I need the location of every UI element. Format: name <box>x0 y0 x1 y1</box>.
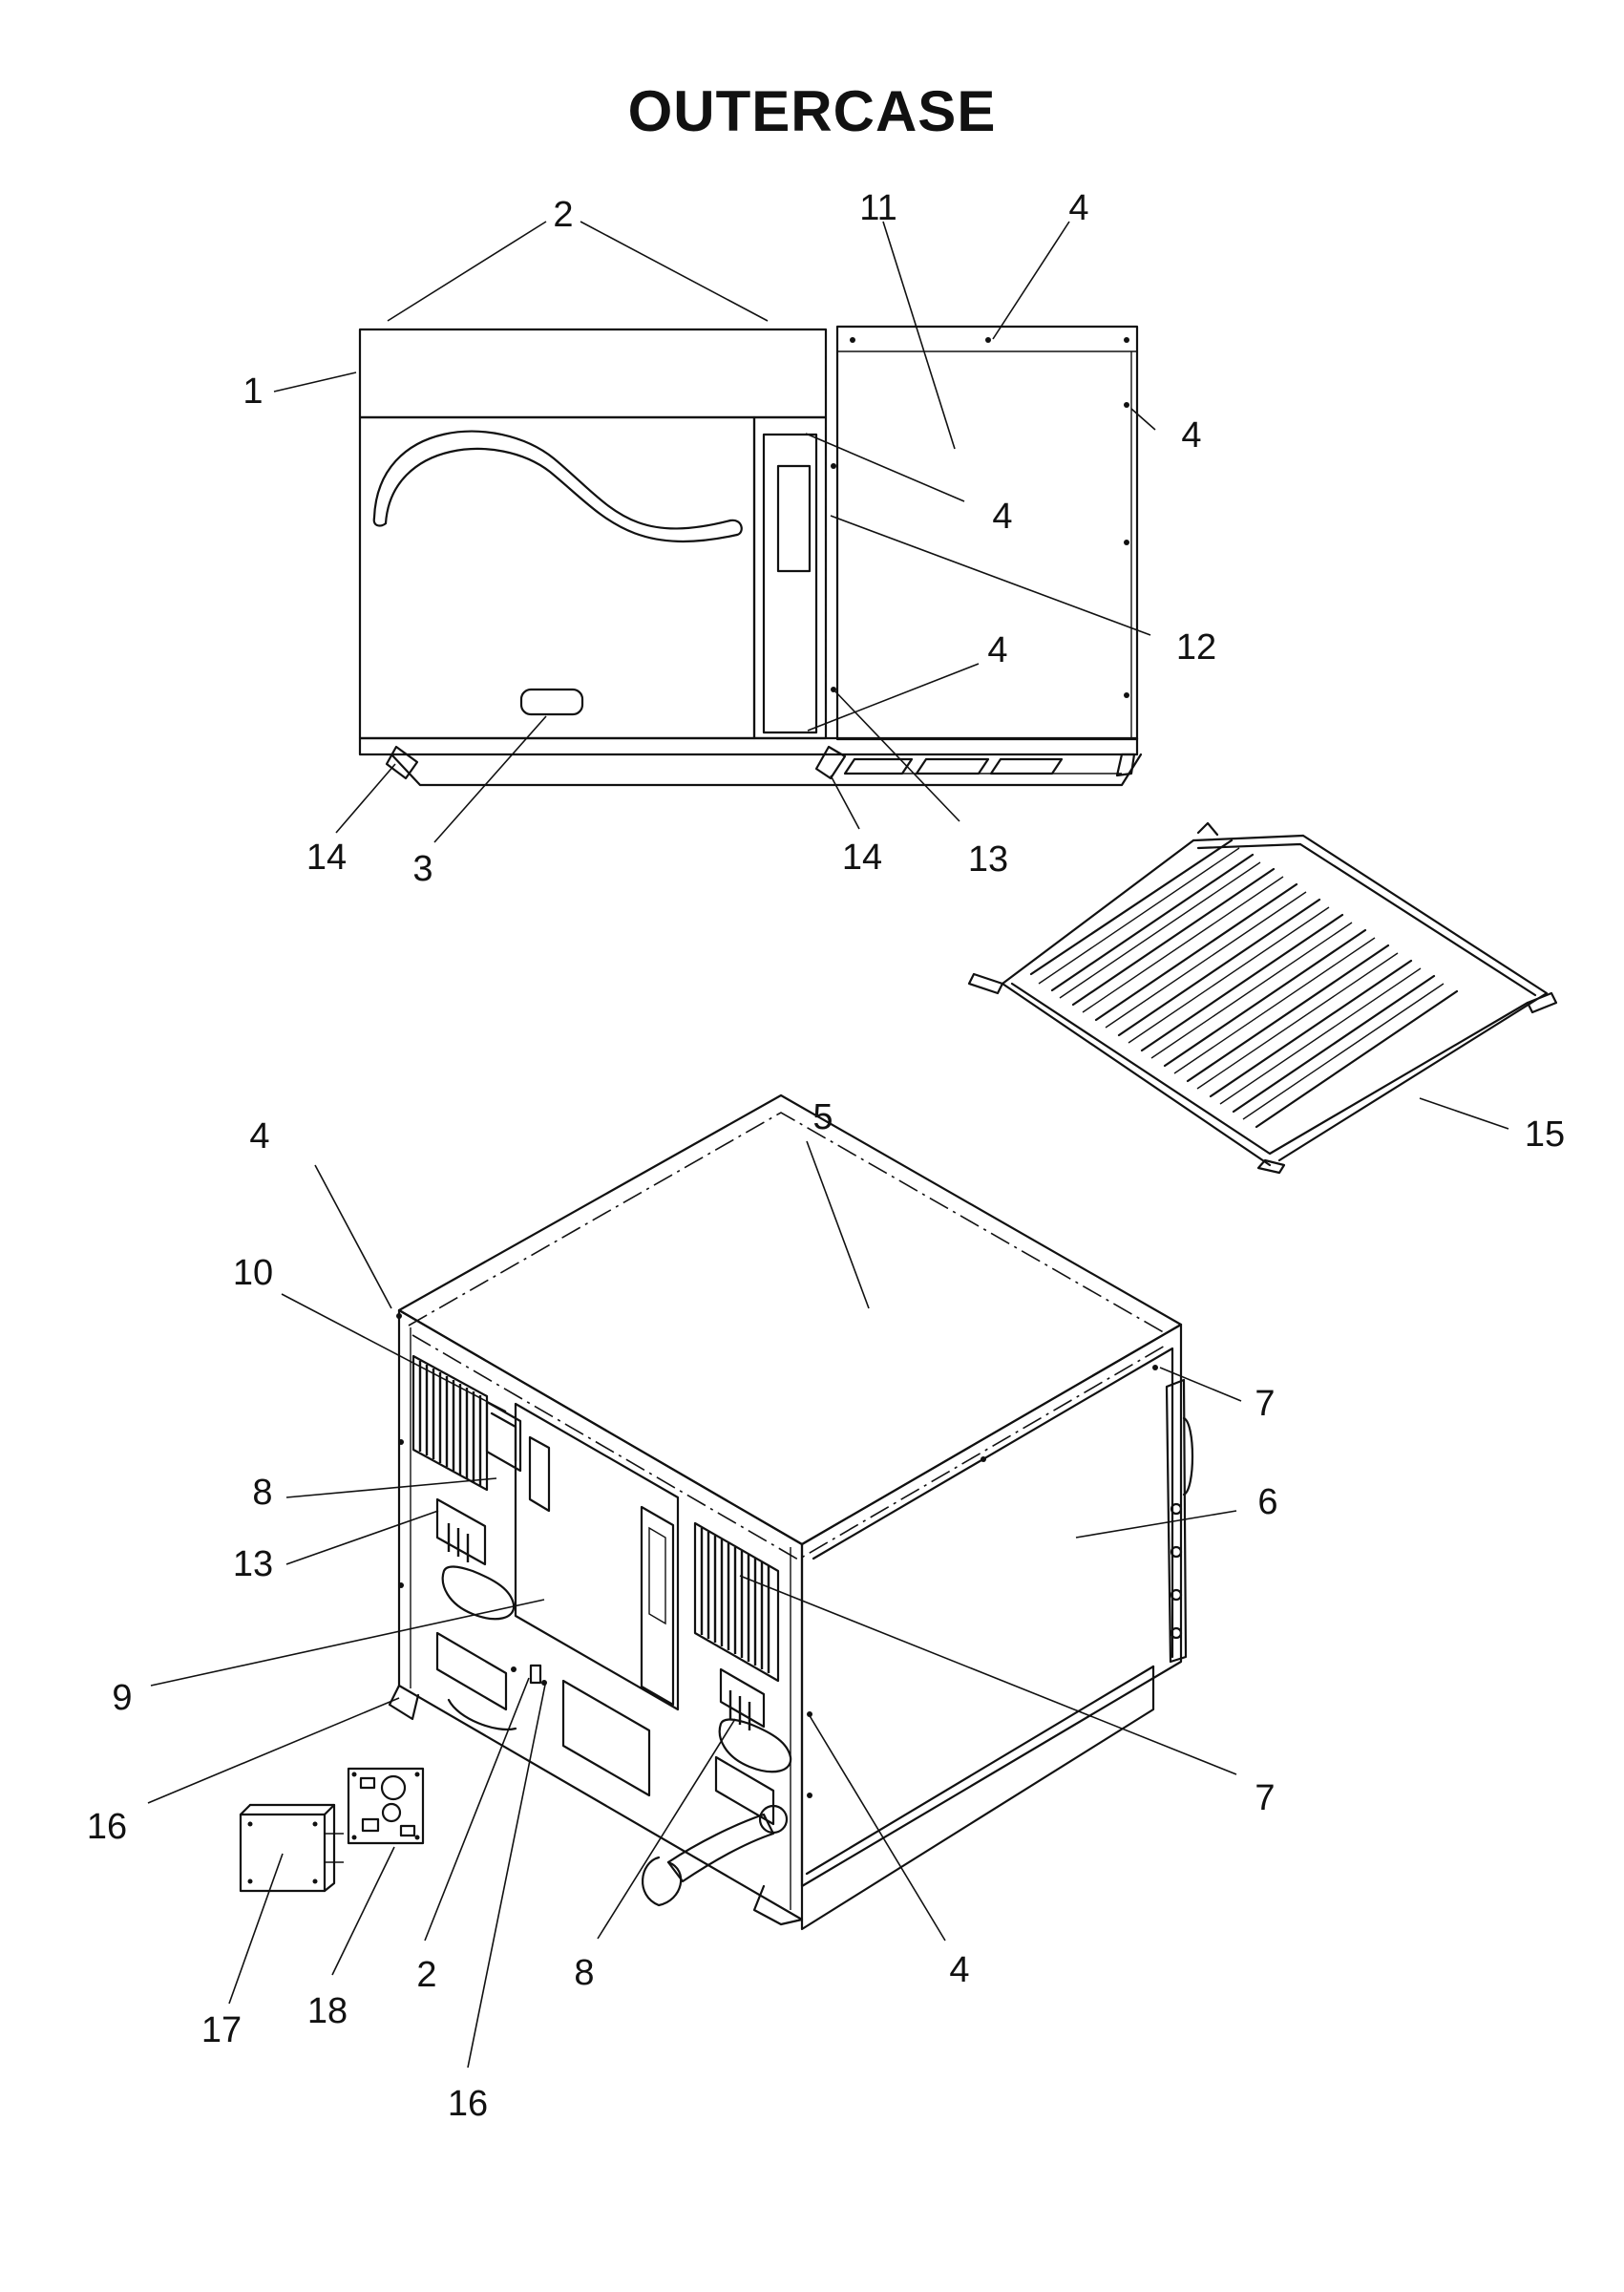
callout-3: 3 <box>412 849 432 889</box>
rear-cover-plate <box>514 1402 680 1711</box>
oven-base <box>358 736 1139 756</box>
side-panel <box>835 325 1139 741</box>
callout-10: 10 <box>233 1253 273 1293</box>
callout-4: 4 <box>1068 188 1088 228</box>
callout-4: 4 <box>249 1116 269 1157</box>
callout-6: 6 <box>1257 1482 1277 1522</box>
callout-4: 4 <box>949 1950 969 1990</box>
callout-18: 18 <box>307 1991 348 2031</box>
callout-4: 4 <box>987 630 1007 670</box>
callout-4: 4 <box>992 497 1012 537</box>
left-foot <box>385 745 419 780</box>
callout-1: 1 <box>243 371 263 412</box>
top-trim-panel <box>358 328 828 419</box>
callout-2: 2 <box>416 1955 436 1995</box>
rear-view-oven <box>388 1093 1194 1931</box>
callout-16: 16 <box>448 2084 488 2124</box>
right-foot <box>814 745 847 780</box>
right-vent-grill <box>693 1521 780 1683</box>
callout-17: 17 <box>201 2010 242 2050</box>
callout-7: 7 <box>1255 1384 1275 1424</box>
callout-11: 11 <box>859 188 896 228</box>
callout-4: 4 <box>1181 415 1201 456</box>
page-title: OUTERCASE <box>627 79 997 143</box>
rear-handle-right <box>718 1718 792 1773</box>
wire-rack <box>967 821 1558 1175</box>
power-cord <box>666 1813 775 1883</box>
callout-13: 13 <box>233 1544 273 1584</box>
callout-8: 8 <box>574 1953 594 1993</box>
leader-lines <box>147 221 1509 2069</box>
callout-2: 2 <box>553 195 573 235</box>
loose-part-18 <box>347 1767 425 1845</box>
callout-15: 15 <box>1525 1114 1565 1155</box>
control-panel <box>762 433 818 734</box>
door-handle <box>519 688 584 716</box>
callout-12: 12 <box>1176 627 1216 668</box>
callout-9: 9 <box>112 1678 132 1718</box>
callout-8: 8 <box>252 1473 272 1513</box>
callout-13: 13 <box>968 839 1008 880</box>
rear-handle-left <box>441 1565 516 1621</box>
loose-part-17 <box>239 1803 344 1893</box>
control-display <box>776 464 812 573</box>
callout-labels: 2 11 4 1 4 4 12 4 14 3 14 13 15 4 5 10 7… <box>87 188 1565 2124</box>
callout-7: 7 <box>1255 1778 1275 1818</box>
left-vent-grill <box>411 1354 489 1492</box>
callout-14: 14 <box>842 838 882 878</box>
callout-5: 5 <box>812 1097 833 1137</box>
callout-14: 14 <box>306 838 347 878</box>
front-view-oven <box>358 325 1143 787</box>
callout-16: 16 <box>87 1807 127 1847</box>
right-side-panel <box>800 1323 1183 1888</box>
